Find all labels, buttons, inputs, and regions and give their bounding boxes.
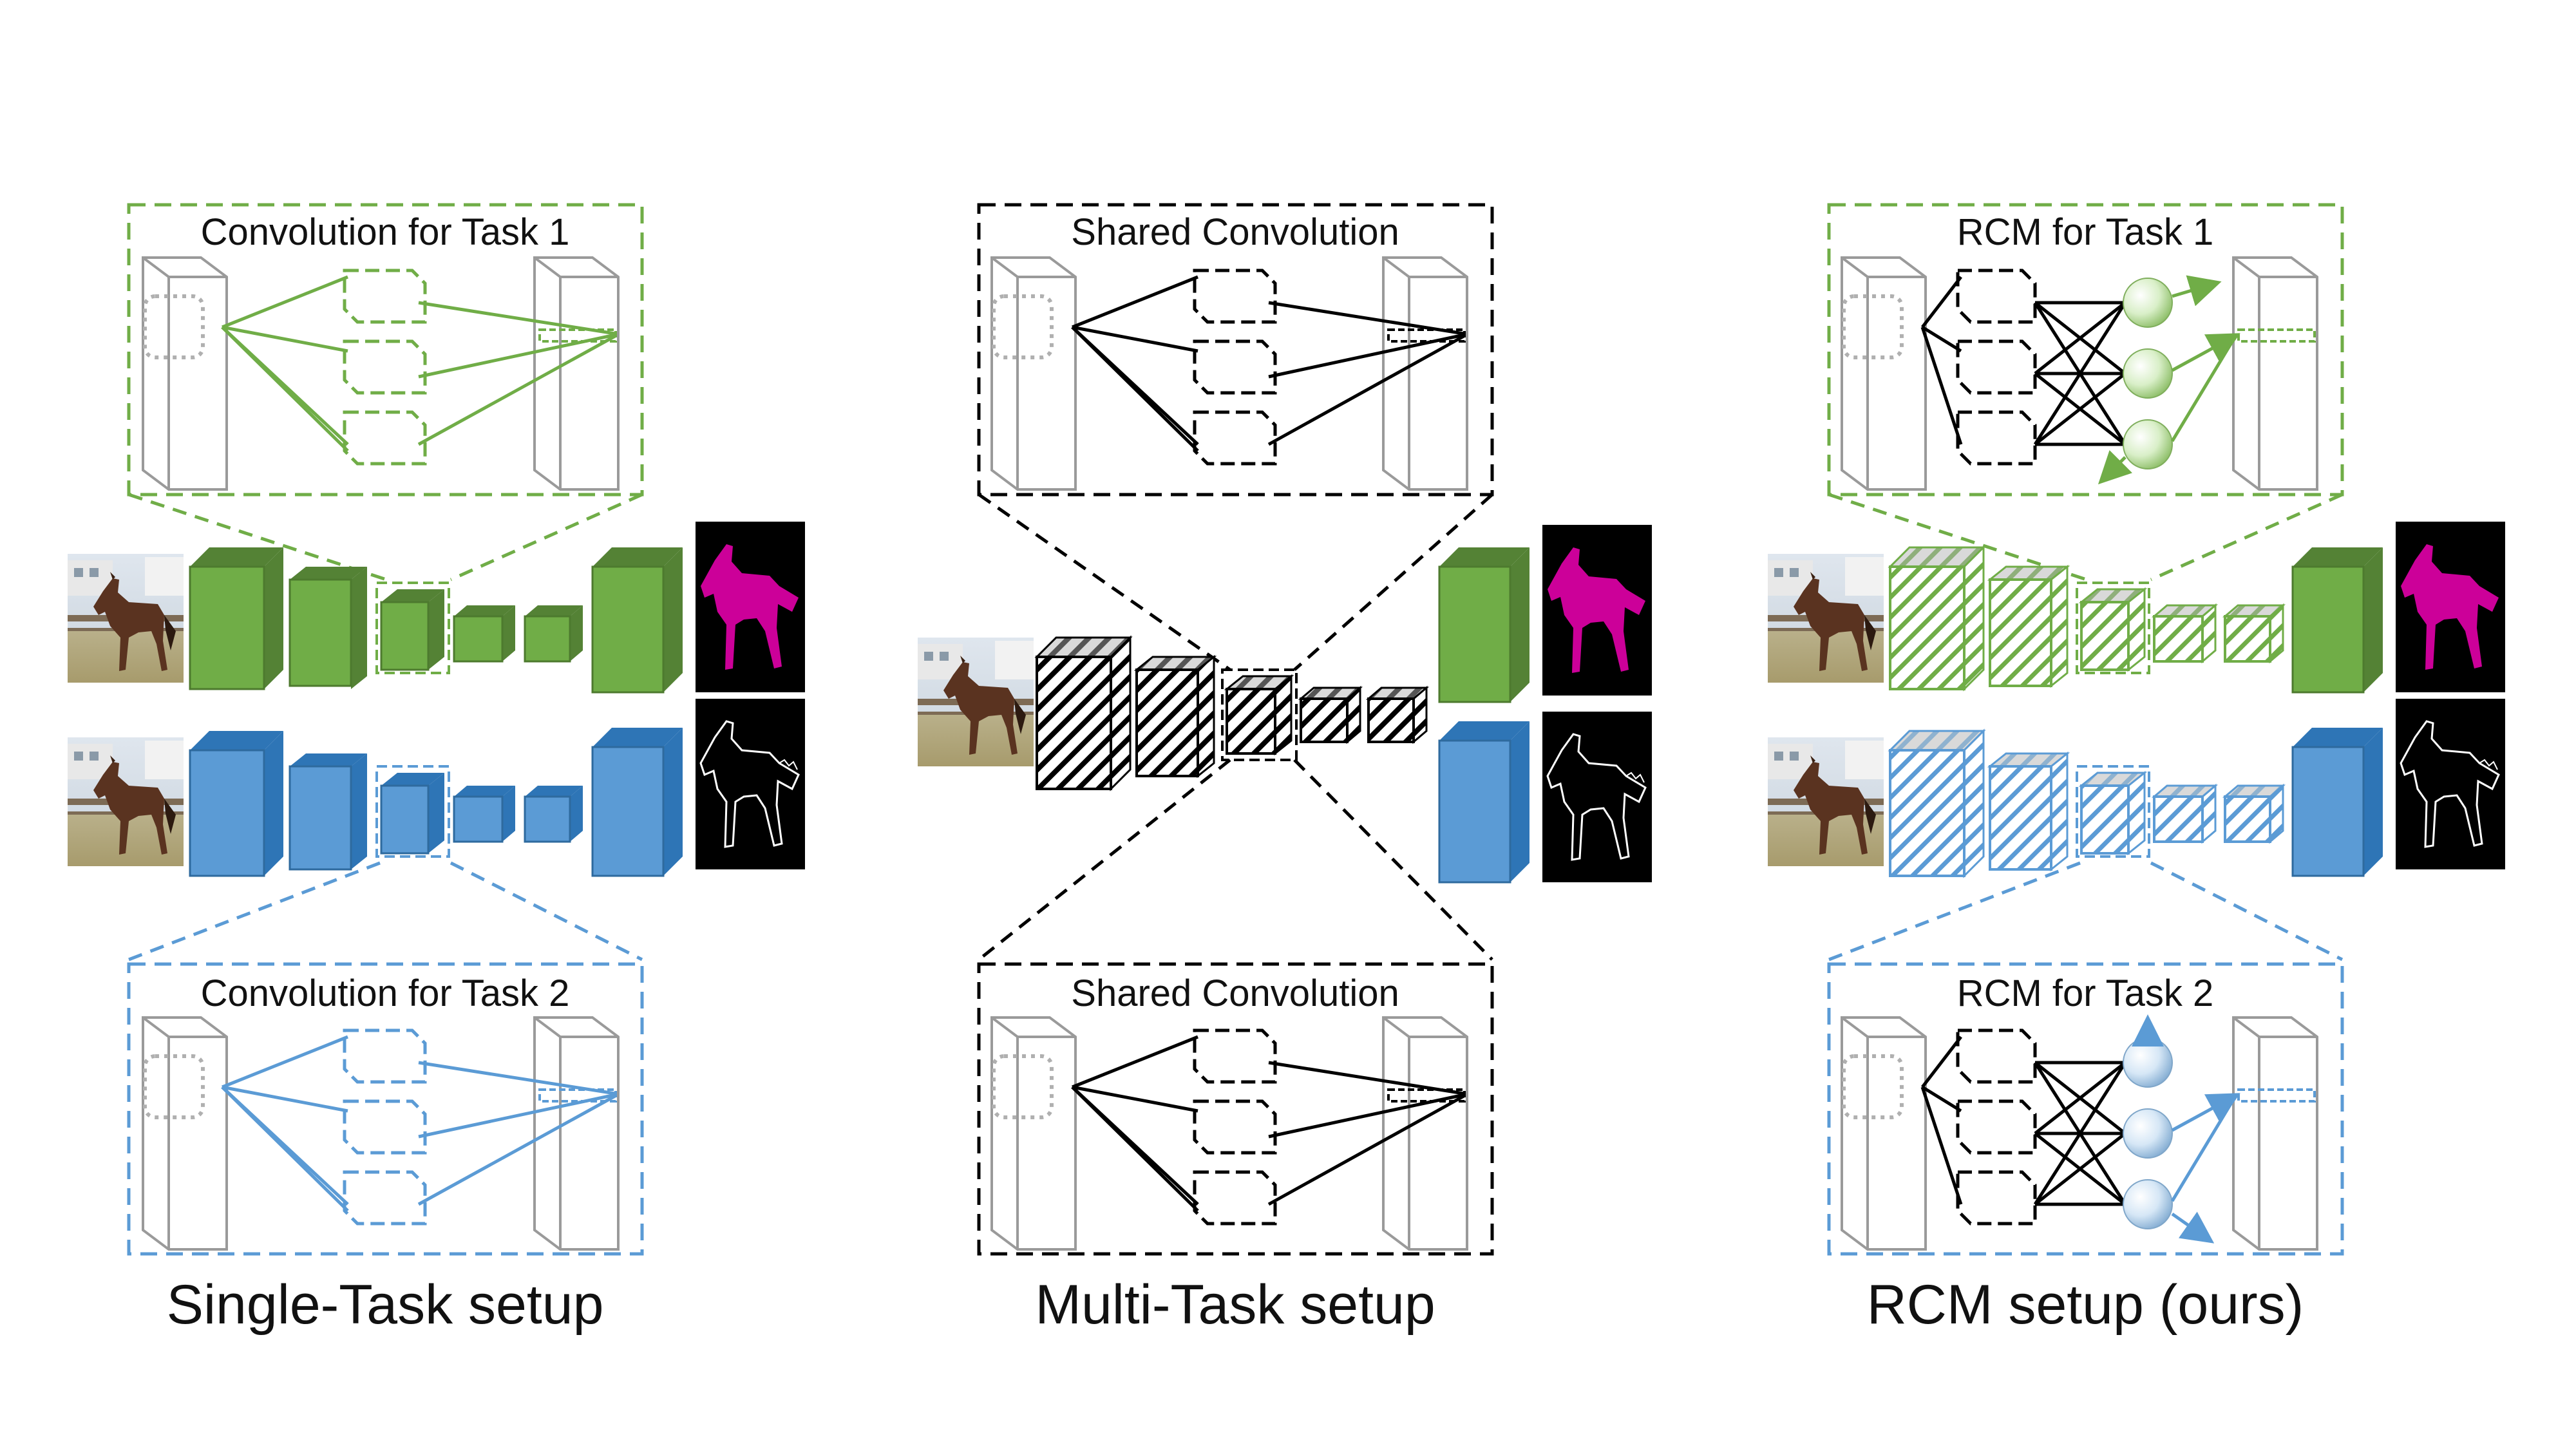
horse-photo-icon [1768,737,1884,866]
conv-filters-task1 [343,269,427,466]
single-task-caption: Single-Task setup [167,1274,604,1336]
horse-segmentation-mask-icon [696,522,805,692]
decoder-task1 [1438,547,1530,703]
output-feature-map-block [533,1016,620,1251]
horse-segmentation-mask-icon [1542,525,1652,696]
decoder-task2 [1438,721,1530,884]
horse-photo-icon [68,554,184,683]
input-feature-map-block [990,256,1077,491]
shared-conv-bottom-title: Shared Convolution [1071,972,1399,1014]
neuron-sphere-icon [2123,1037,2173,1229]
shared-conv-bottom-zoom-box: Shared Convolution [977,962,1494,1256]
input-feature-map-block [990,1016,1077,1251]
rcm-panel: RCM for Task 1 [1768,203,2506,1336]
neuron-sphere-icon [2123,278,2173,469]
shared-conv-connections [1071,1035,1465,1212]
shared-conv-filters [1193,269,1277,466]
input-feature-map-block [1841,1016,1927,1251]
neuron-output-arrows [2098,275,2240,485]
horse-edge-map-icon [1541,710,1653,884]
conv-filters-task2 [343,1028,427,1226]
conv-task1-title: Convolution for Task 1 [201,211,570,253]
conv-task2-zoom-box: Convolution for Task 2 [127,962,644,1256]
rcm-caption: RCM setup (ours) [1867,1274,2304,1336]
horse-edge-map-icon [694,697,806,871]
multi-task-panel: Shared Convolution [918,203,1653,1336]
zoom-guide-task2 [128,861,643,961]
rcm-encoder-task2 [1888,728,2383,878]
horse-photo-icon [1768,554,1884,683]
shared-conv-top-title: Shared Convolution [1071,211,1399,253]
single-task-panel: Convolution for Task 1 [68,203,806,1336]
filter-to-neuron-connections [2033,1061,2127,1206]
output-feature-map-block [2232,256,2318,491]
input-feature-map-block [142,256,228,491]
rcm-encoder-task1 [1888,545,2383,694]
encoder-task2 [189,728,683,877]
output-feature-map-block [2232,1016,2318,1251]
horse-edge-map-icon [2394,697,2506,871]
input-feature-map-block [1841,256,1927,491]
shared-conv-filters [1956,1028,2037,1226]
output-feature-map-block [1382,1016,1468,1251]
filter-to-neuron-connections [2033,301,2127,446]
neuron-output-arrows [2132,1014,2240,1244]
rcm-task1-title: RCM for Task 1 [1957,211,2214,253]
rcm-task2-title: RCM for Task 2 [1957,972,2214,1014]
shared-encoder [1034,635,1430,791]
conv-task2-title: Convolution for Task 2 [201,972,570,1014]
horse-segmentation-mask-icon [2396,522,2505,692]
multi-task-caption: Multi-Task setup [1035,1274,1435,1336]
encoder-task1 [189,547,683,694]
rcm-task1-zoom-box: RCM for Task 1 [1827,203,2344,497]
input-feature-map-block [142,1016,228,1251]
zoom-guide-rcm-task2 [1828,861,2344,961]
zoom-guide-task1 [128,493,643,582]
input-to-filter-connections [1920,1036,1963,1205]
shared-conv-filters [1193,1028,1277,1226]
horse-photo-icon [68,737,184,866]
shared-conv-top-zoom-box: Shared Convolution [977,203,1494,497]
zoom-guide-shared-bottom [978,759,1493,961]
zoom-guide-shared-top [978,493,1493,672]
input-to-filter-connections [1920,276,1963,445]
shared-conv-filters [1956,269,2037,466]
horse-photo-icon [918,638,1034,766]
rcm-task2-zoom-box: RCM for Task 2 [1827,962,2344,1256]
shared-conv-connections [1071,275,1465,452]
zoom-guide-rcm-task1 [1828,493,2344,582]
conv-task1-zoom-box: Convolution for Task 1 [127,203,644,497]
conv-connections-task2 [221,1035,616,1212]
conv-connections-task1 [221,275,616,452]
output-feature-map-block [1382,256,1468,491]
